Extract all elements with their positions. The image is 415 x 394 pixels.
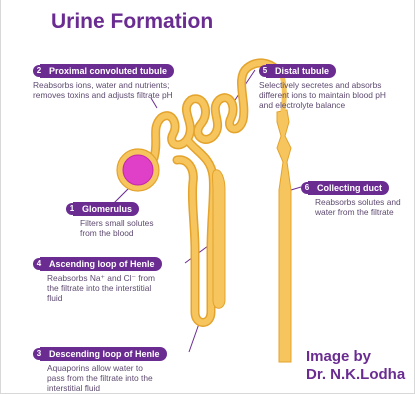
label-glomerulus: 1 Glomerulus Filters small solutes from …: [66, 202, 154, 238]
label-distal-tubule: 5 Distal tubule Selectively secretes and…: [259, 64, 386, 110]
credit-line: Dr. N.K.Lodha: [306, 366, 405, 384]
leader-line-collecting: [291, 187, 301, 190]
label-heading: Proximal convoluted tubule: [40, 64, 174, 78]
step-number-badge: 6: [301, 182, 313, 194]
label-description: Aquaporins allow water to pass from the …: [47, 363, 167, 393]
credit-line: Image by: [306, 348, 405, 366]
thick-ascending-limb: [213, 170, 226, 309]
label-description: Selectively secretes and absorbs differe…: [259, 80, 386, 110]
step-number-badge: 4: [33, 258, 45, 270]
step-number-badge: 1: [66, 203, 78, 215]
label-collecting-duct: 6 Collecting duct Reabsorbs solutes and …: [301, 181, 401, 217]
label-ascending-loop: 4 Ascending loop of Henle Reabsorbs Na⁺ …: [33, 257, 162, 303]
step-number-badge: 5: [259, 65, 271, 77]
label-heading: Ascending loop of Henle: [40, 257, 162, 271]
step-number-badge: 2: [33, 65, 45, 77]
step-number-badge: 3: [33, 348, 45, 360]
label-heading: Descending loop of Henle: [40, 347, 167, 361]
label-description: Filters small solutes from the blood: [80, 218, 154, 238]
label-heading: Distal tubule: [266, 64, 336, 78]
label-heading: Collecting duct: [308, 181, 389, 195]
label-description: Reabsorbs solutes and water from the fil…: [315, 197, 401, 217]
label-description: Reabsorbs ions, water and nutrients; rem…: [33, 80, 174, 100]
label-description: Reabsorbs Na⁺ and Cl⁻ from the filtrate …: [47, 273, 162, 303]
collecting-duct-shape: [277, 110, 291, 362]
label-heading: Glomerulus: [73, 202, 139, 216]
glomerulus-shape: [123, 155, 153, 185]
label-descending-loop: 3 Descending loop of Henle Aquaporins al…: [33, 347, 167, 393]
label-proximal-convoluted-tubule: 2 Proximal convoluted tubule Reabsorbs i…: [33, 64, 174, 100]
image-credit: Image by Dr. N.K.Lodha: [306, 348, 405, 384]
